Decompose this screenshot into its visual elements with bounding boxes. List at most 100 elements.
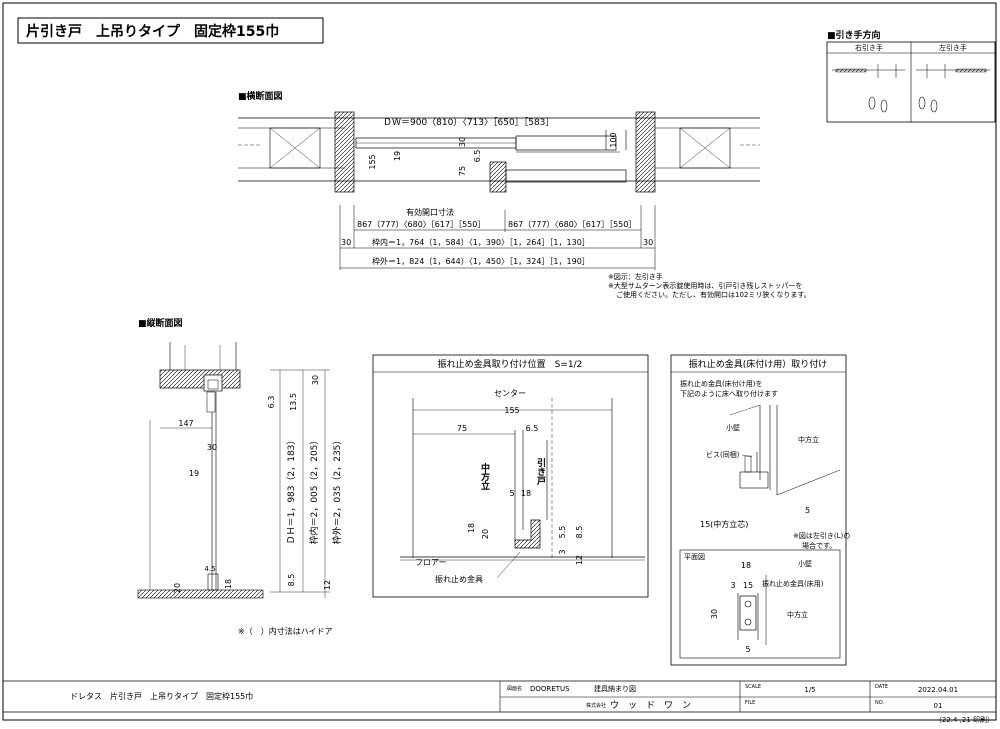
dim-5-5: 5.5 xyxy=(558,526,567,539)
plan-18: 18 xyxy=(741,561,751,570)
plan-15: 15 xyxy=(743,581,753,590)
plan-wall: 小壁 xyxy=(798,559,812,568)
plan-post: 中方立 xyxy=(787,610,808,619)
title-box xyxy=(17,17,324,44)
door-height: ＤＨ＝1，983（2，183） xyxy=(286,436,297,545)
cross-heading: ■横断面図 xyxy=(238,90,283,102)
post-label-text: 中方立 xyxy=(462,462,490,490)
install-intro-2: 下記のように床へ取り付けます xyxy=(680,389,778,398)
dim-5: 5 xyxy=(805,506,810,515)
box2-title: 振れ止め金具(床付け用）取り付け xyxy=(689,358,828,370)
dim-155: 155 xyxy=(368,154,377,169)
vertical-frame-outer: 枠外＝2，035（2，235） xyxy=(331,436,343,545)
plan-fitting: 振れ止め金具(床用) xyxy=(762,579,824,588)
company-name: ウ ッ ド ワ ン xyxy=(610,700,691,711)
left-pull-note-1: ※図は左引き(L)の xyxy=(793,531,850,540)
footprint-icon xyxy=(880,99,888,113)
wall-label: 小壁 xyxy=(726,423,740,432)
dim-30-top: 30 xyxy=(311,375,320,385)
note-stopper-1: ※大型サムターン表示錠使用時は、引戸引き残しストッパーを xyxy=(608,281,802,290)
title-block: ドレタス 片引き戸 上吊りタイプ 固定枠155巾 図面名 DOORETUS 建具… xyxy=(3,680,996,724)
note-stopper-2: ご使用ください。ただし、有効開口は102ミリ狭くなります。 xyxy=(616,290,811,299)
dim-5: 5 xyxy=(509,489,514,498)
center-label: センター xyxy=(494,389,526,398)
dim-18-left: 18 xyxy=(467,523,476,533)
page-title: 片引き戸 上吊りタイプ 固定枠155巾 xyxy=(26,23,279,40)
file-label: FILE xyxy=(745,700,755,706)
footprint-icon xyxy=(930,99,938,113)
brand-name: DOORETUS xyxy=(530,685,570,693)
fitting-label: 振れ止め金具 xyxy=(435,574,483,584)
dim-13-5: 13.5 xyxy=(289,393,298,411)
dim-30: 30 xyxy=(207,443,217,452)
right-pull-label: 右引き手 xyxy=(855,43,883,52)
dim-30-left: 30 xyxy=(341,238,351,247)
screw-label: ビス(同梱) xyxy=(706,450,740,459)
dim-15-center: 15(中方立芯) xyxy=(700,519,748,529)
dim-155: 155 xyxy=(504,406,519,415)
cross-section: ■横断面図 ＤＷ＝900（810）〈713〉［650］［583］ 155 xyxy=(238,90,811,299)
post-label: 中方立 xyxy=(798,435,819,444)
date-label: DATE xyxy=(875,684,888,690)
frame-inner-width: 枠内＝1，764（1，584）〈1，390〉［1，264］［1，130］ xyxy=(372,237,590,247)
floor-label: フロアー xyxy=(415,558,447,567)
left-pull-label: 左引き手 xyxy=(939,43,967,52)
dim-6-5: 6.5 xyxy=(526,424,539,433)
dim-30: 30 xyxy=(458,137,467,147)
dim-20: 20 xyxy=(173,583,182,593)
scale-label: SCALE xyxy=(745,684,761,690)
dim-75: 75 xyxy=(457,424,467,433)
door-label: 引き戸 xyxy=(535,457,546,486)
dim-8-5: 8.5 xyxy=(575,526,584,539)
plan-30: 30 xyxy=(710,609,719,619)
install-intro-1: 振れ止め金具(床付け用)を xyxy=(680,379,762,388)
note-pull-shown: ※図示：左引き手 xyxy=(608,272,663,281)
dim-18: 18 xyxy=(224,579,233,589)
post-label: 中方立 xyxy=(462,462,490,490)
dim-19: 19 xyxy=(189,469,199,478)
drawing-no-label: 図面名 xyxy=(507,685,522,692)
no-value: 01 xyxy=(934,702,943,710)
company-label: 株式会社 xyxy=(586,702,606,709)
plan-3: 3 xyxy=(730,581,735,590)
dim-75: 75 xyxy=(458,166,467,176)
dim-30-right: 30 xyxy=(643,238,653,247)
dim-6-5: 6.5 xyxy=(473,150,482,163)
dim-12: 12 xyxy=(323,580,332,590)
footer-product: ドレタス 片引き戸 上吊りタイプ 固定枠155巾 xyxy=(70,691,253,701)
fitting-install-box: 振れ止め金具(床付け用）取り付け 振れ止め金具(床付け用)を 下記のように床へ取… xyxy=(670,354,850,666)
print-date: （22.4 ,21 印刷） xyxy=(935,716,994,724)
plan-label: 平面図 xyxy=(684,553,705,561)
date-value: 2022.04.01 xyxy=(918,686,958,694)
dim-20: 20 xyxy=(481,529,490,539)
dim-4-5: 4.5 xyxy=(204,565,215,573)
no-label: NO. xyxy=(875,700,884,706)
plan-5: 5 xyxy=(745,645,750,654)
dim-3: 3 xyxy=(558,549,567,554)
pull-direction-section: ■引き手方向 右引き手 左引き手 xyxy=(826,29,996,123)
left-pull-note-2: 場合です。 xyxy=(802,541,836,550)
vertical-frame-inner: 枠内＝2，005（2，205） xyxy=(308,436,320,545)
vert-heading: ■縦断面図 xyxy=(138,317,183,329)
frame-outer-width: 枠外＝1，824（1，644）〈1，450〉［1，324］［1，190］ xyxy=(372,256,590,266)
dim-18-top: 18 xyxy=(521,489,531,498)
effective-opening-left: 867（777）〈680〉［617］［550］ xyxy=(357,220,485,229)
high-door-note: ※（ ）内寸法はハイドア xyxy=(238,626,333,636)
dim-147: 147 xyxy=(178,419,193,428)
vertical-section: ■縦断面図 147 30 19 4.5 20 18 6.3 13.5 30 ＤＨ xyxy=(137,317,343,636)
footprint-icon xyxy=(868,96,876,110)
dw-dimension: ＤＷ＝900（810）〈713〉［650］［583］ xyxy=(383,117,554,128)
dim-8-5: 8.5 xyxy=(287,574,296,587)
dim-100: 100 xyxy=(609,132,618,147)
pull-heading: ■引き手方向 xyxy=(827,29,881,41)
effective-opening-label: 有効開口寸法 xyxy=(406,207,454,217)
footprint-icon xyxy=(918,96,926,110)
effective-opening-right: 867（777）〈680〉［617］［550］ xyxy=(508,220,636,229)
scale-value: 1/5 xyxy=(804,686,815,694)
box1-title: 振れ止め金具取り付け位置 S=1/2 xyxy=(438,358,583,370)
dim-19: 19 xyxy=(393,151,402,161)
fitting-position-box: 振れ止め金具取り付け位置 S=1/2 センター 155 75 6.5 中方立 引… xyxy=(372,354,649,598)
